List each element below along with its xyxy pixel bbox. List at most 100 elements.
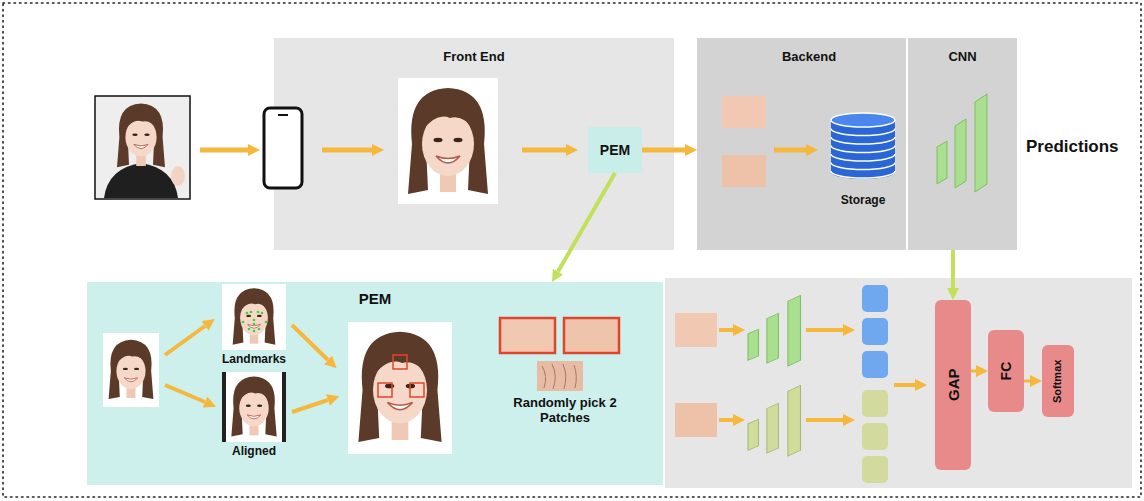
box-label: PEM bbox=[600, 142, 630, 158]
wrinkle-lines bbox=[563, 364, 566, 389]
feature-maps bbox=[862, 390, 888, 417]
landmark-dots bbox=[257, 311, 260, 314]
flow-arrow bbox=[951, 250, 955, 288]
cnn-layers bbox=[748, 295, 801, 366]
pem-detail-panel: PEM bbox=[87, 282, 663, 485]
feature-maps bbox=[862, 423, 888, 450]
panel-title: Front End bbox=[274, 38, 674, 65]
database-disc bbox=[831, 154, 895, 161]
flow-arrow bbox=[200, 148, 248, 153]
face-image-bg bbox=[222, 284, 286, 350]
phone-icon bbox=[264, 108, 302, 188]
photo-hand bbox=[171, 166, 185, 186]
feature-maps bbox=[862, 351, 888, 378]
database-cylinder: Storage bbox=[822, 110, 904, 210]
panel-title: CNN bbox=[908, 38, 1017, 65]
database-disc bbox=[831, 146, 895, 153]
box-label: FC bbox=[998, 362, 1014, 381]
aligned-face-bg bbox=[226, 372, 282, 442]
flow-arrow bbox=[558, 173, 615, 272]
landmark-dots bbox=[261, 312, 264, 315]
note-label: Randomly pick 2 Patches bbox=[497, 396, 633, 426]
output-label: Predictions bbox=[1026, 137, 1138, 157]
cnn-layers bbox=[937, 94, 987, 192]
dotted-frame bbox=[3, 3, 1141, 497]
flow-arrow bbox=[522, 148, 566, 153]
box-label: Softmax bbox=[1052, 359, 1065, 402]
box-label: Storage bbox=[841, 194, 886, 208]
landmark-dots bbox=[258, 328, 261, 331]
flow-arrow bbox=[165, 385, 205, 402]
wrinkle-lines bbox=[542, 364, 576, 389]
database-icon bbox=[822, 110, 904, 182]
landmark-dots bbox=[250, 311, 253, 314]
patch-marker bbox=[393, 355, 407, 369]
flow-arrow bbox=[1024, 380, 1030, 383]
landmark-dots bbox=[248, 328, 251, 331]
step-label: Aligned bbox=[209, 445, 299, 459]
skin-patch bbox=[500, 318, 555, 353]
skin-patch bbox=[722, 155, 766, 187]
landmark-dots bbox=[242, 321, 245, 324]
flow-arrow bbox=[322, 148, 372, 153]
face-image bbox=[109, 340, 154, 399]
landmark-dots bbox=[253, 330, 256, 333]
skin-patch bbox=[564, 318, 619, 353]
step-label: Aligned bbox=[209, 445, 299, 459]
landmark-dots bbox=[265, 321, 268, 324]
landmark-face bbox=[233, 288, 276, 345]
face-image-bg bbox=[348, 322, 452, 454]
wrinkle-lines bbox=[574, 365, 576, 388]
flow-arrow bbox=[642, 148, 685, 153]
cnn-panel: CNN bbox=[906, 38, 1017, 250]
module-box: PEM bbox=[588, 127, 642, 173]
flow-arrow bbox=[971, 370, 976, 373]
panel-title: Backend bbox=[697, 38, 921, 65]
flow-arrow bbox=[774, 148, 806, 153]
aligned-face bbox=[231, 376, 276, 436]
face-image-bg bbox=[103, 333, 159, 407]
feature-maps bbox=[862, 456, 888, 483]
face-image bbox=[408, 88, 488, 194]
feature-maps bbox=[862, 318, 888, 345]
layer-box: GAP bbox=[935, 300, 971, 470]
flow-arrow bbox=[292, 400, 328, 412]
flow-arrow bbox=[894, 383, 915, 387]
step-label: Landmarks bbox=[209, 353, 299, 367]
landmark-dots bbox=[242, 311, 268, 333]
patch-marker bbox=[410, 383, 424, 397]
flow-arrow bbox=[806, 328, 843, 332]
landmark-dots bbox=[253, 323, 256, 326]
database-top bbox=[831, 113, 895, 127]
flow-arrow bbox=[719, 418, 733, 422]
database-disc bbox=[831, 137, 895, 144]
cnn-layers bbox=[748, 385, 801, 456]
landmark-dots bbox=[253, 319, 256, 322]
wrinkle-lines bbox=[542, 366, 546, 388]
database-disc bbox=[831, 163, 895, 170]
panel-title: PEM bbox=[87, 282, 663, 307]
face-image bbox=[358, 332, 441, 442]
photo-frame bbox=[95, 96, 190, 199]
patch-marker bbox=[378, 383, 392, 397]
database-disc bbox=[831, 171, 895, 178]
layer-box: Softmax bbox=[1042, 345, 1074, 417]
skin-patch bbox=[675, 313, 717, 347]
feature-maps bbox=[862, 285, 888, 483]
database-body bbox=[831, 120, 895, 172]
phone-speaker bbox=[278, 114, 288, 116]
landmark-dots bbox=[246, 312, 249, 315]
skin-patch bbox=[537, 361, 583, 391]
skin-patch bbox=[675, 403, 717, 437]
aligned-face-bg bbox=[222, 372, 286, 442]
flow-arrow bbox=[806, 418, 843, 422]
classifier-panel bbox=[665, 278, 1132, 488]
output-label: Predictions bbox=[1026, 137, 1138, 157]
flow-arrow bbox=[292, 325, 328, 360]
note-label: Randomly pick 2 Patches bbox=[497, 396, 633, 426]
flow-arrow bbox=[165, 326, 205, 355]
step-label: Landmarks bbox=[209, 353, 299, 367]
